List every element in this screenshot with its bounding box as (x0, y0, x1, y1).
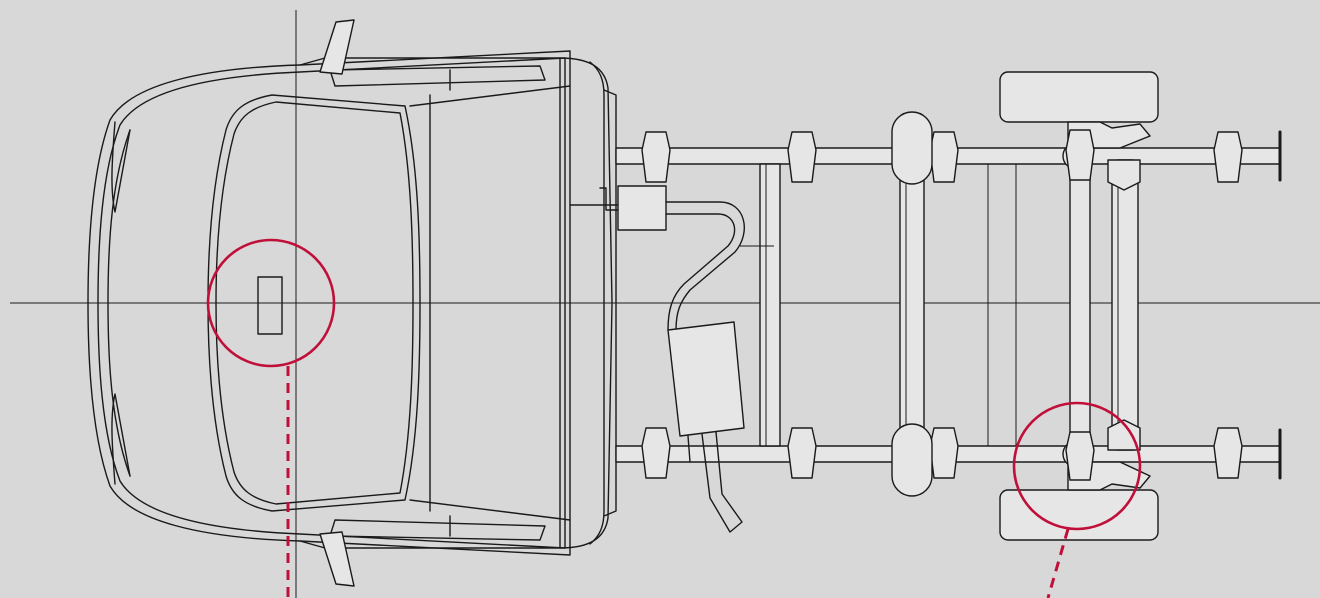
highlight-circle-front (206, 238, 336, 368)
front-id-plate-marker (206, 238, 336, 598)
frame-brackets (641, 111, 1243, 497)
highlight-circle-rear (1012, 401, 1142, 531)
reference-lines (10, 10, 1320, 598)
rear-axle-marker (1012, 401, 1142, 598)
muffler (667, 321, 745, 437)
cross-members (759, 149, 1139, 451)
leader-line-rear (1046, 528, 1070, 598)
exhaust-system (569, 185, 774, 533)
rear-wheel-top (999, 71, 1159, 123)
id-plate (257, 276, 283, 335)
rear-axle (999, 71, 1159, 541)
cab-body (87, 19, 617, 587)
